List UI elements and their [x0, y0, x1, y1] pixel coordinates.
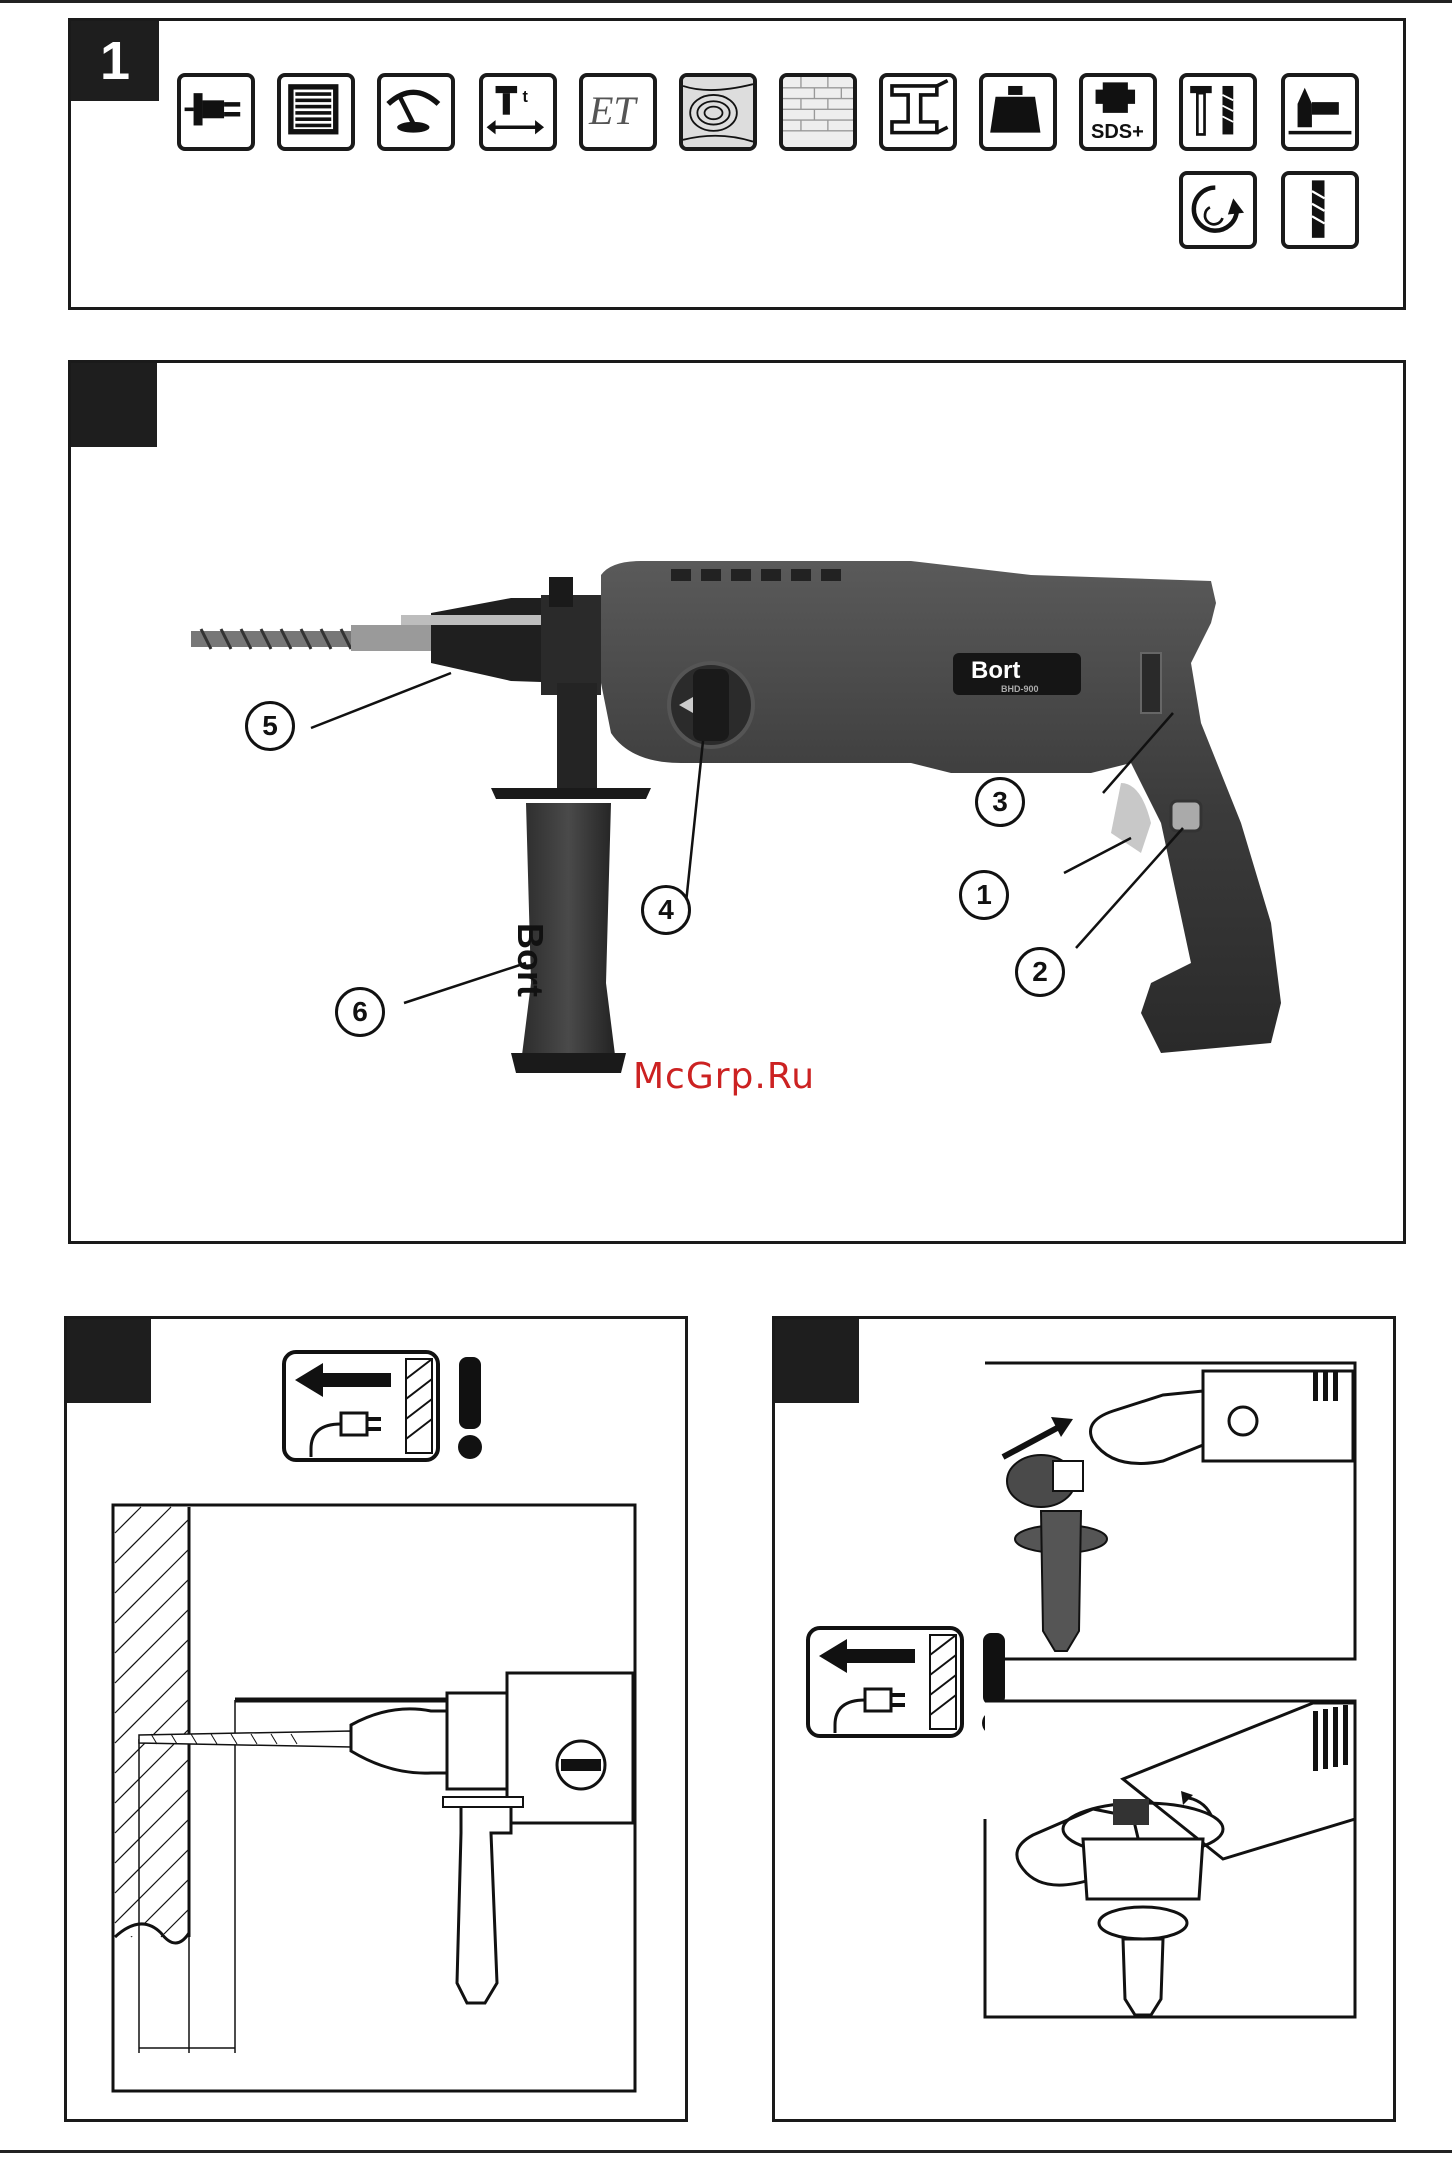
callout-2: 2: [1015, 947, 1065, 997]
callout-6: 6: [335, 987, 385, 1037]
unplug-warning-icon: [281, 1349, 491, 1469]
impact-energy-icon: t: [479, 73, 557, 151]
sds-plus-label: SDS+: [1091, 121, 1144, 144]
weight-icon: [979, 73, 1057, 151]
sds-plus-icon: SDS+: [1079, 73, 1157, 151]
reverse-rotation-icon: [1179, 171, 1257, 249]
callout-4: 4: [641, 885, 691, 935]
wood-icon: [679, 73, 757, 151]
watermark: McGrp.Ru: [633, 1056, 815, 1097]
plug-icon: [177, 73, 255, 151]
steel-beam-icon: [879, 73, 957, 151]
drill-bit-icon: [1281, 171, 1359, 249]
figure-3-panel: [64, 1316, 688, 2122]
figure-3-number: [67, 1319, 151, 1403]
model-label: BHD-900: [1001, 684, 1039, 694]
figure-1-panel: 1 t ET SDS+: [68, 18, 1406, 310]
brick-icon: [779, 73, 857, 151]
brand-logo: Bort: [971, 657, 1020, 685]
depth-stop-icon: [1281, 73, 1359, 151]
callout-3: 3: [975, 777, 1025, 827]
bottom-rule: [0, 2150, 1452, 2153]
figure-2-panel: Bort BHD-900 Bort 1 2 3 4 5 6: [68, 360, 1406, 1244]
motor-icon: [277, 73, 355, 151]
callout-1: 1: [959, 870, 1009, 920]
side-handle-rotate-illustration: [983, 1699, 1357, 2019]
et-icon: ET: [579, 73, 657, 151]
hammer-drill-icon: [1179, 73, 1257, 151]
figure-4-panel: [772, 1316, 1396, 2122]
et-label: ET: [589, 87, 636, 134]
drilling-illustration: [111, 1503, 637, 2093]
figure-4-number: [775, 1319, 859, 1403]
speed-gauge-icon: [377, 73, 455, 151]
top-rule: [0, 0, 1452, 3]
side-handle-attach-illustration: [983, 1361, 1357, 1661]
svg-text:t: t: [522, 88, 528, 106]
figure-1-number: 1: [71, 21, 159, 101]
callout-5: 5: [245, 701, 295, 751]
handle-brand-logo: Bort: [509, 923, 551, 997]
rotary-hammer-photo: [71, 363, 1403, 1241]
